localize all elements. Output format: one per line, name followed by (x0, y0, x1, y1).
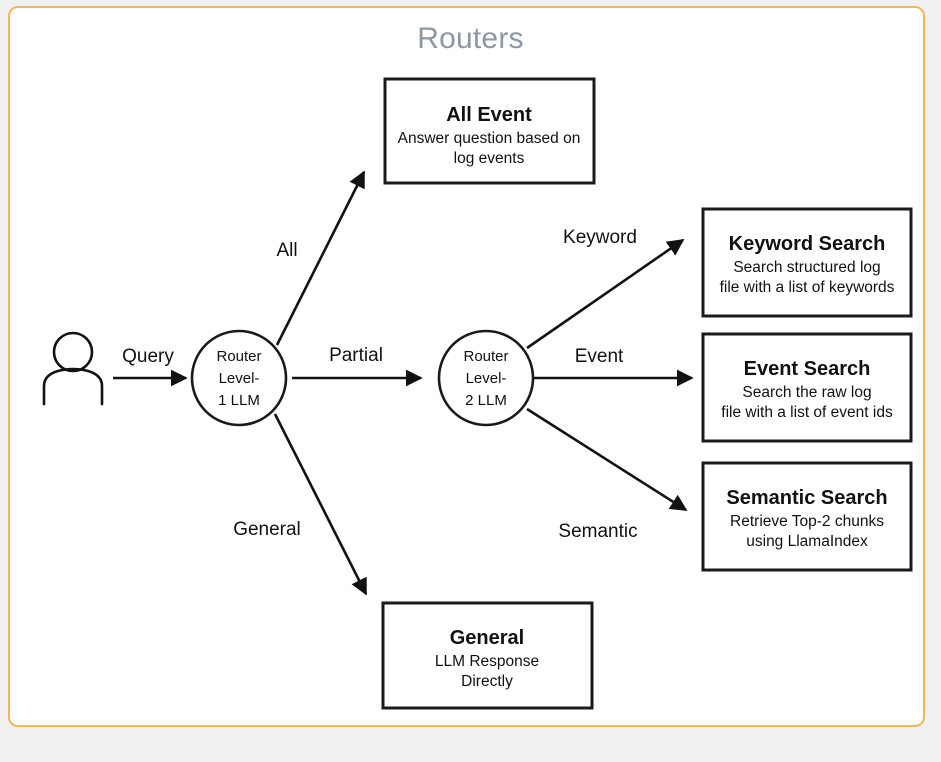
box-all-event-rect (383, 77, 596, 185)
edge-label-general: General (233, 519, 301, 540)
box-general[interactable]: General LLM Response Directly (381, 601, 594, 710)
edge-label-query: Query (122, 346, 174, 367)
edge-label-partial: Partial (329, 345, 383, 366)
edge-label-keyword: Keyword (563, 227, 637, 248)
box-keyword-search-sub1: Search structured log (733, 259, 880, 276)
box-semantic-search[interactable]: Semantic Search Retrieve Top-2 chunks us… (701, 461, 913, 572)
box-keyword-search-rect (701, 207, 913, 318)
box-general-title: General (450, 627, 524, 649)
router-level-1-node[interactable]: Router Level- 1 LLM (190, 329, 288, 427)
edge-all (275, 170, 366, 346)
box-semantic-search-sub1: Retrieve Top-2 chunks (730, 513, 884, 530)
router-level-2-circle (437, 329, 535, 427)
box-general-sub1: LLM Response (435, 653, 539, 670)
box-semantic-search-title: Semantic Search (726, 487, 887, 509)
box-event-search-sub2: file with a list of event ids (721, 404, 893, 421)
router-level-1-line2: Level- (219, 370, 260, 387)
box-all-event[interactable]: All Event Answer question based on log e… (383, 77, 596, 185)
edge-keyword (526, 238, 685, 350)
router-level-1-line1: Router (216, 348, 261, 365)
box-event-search[interactable]: Event Search Search the raw log file wit… (701, 332, 913, 443)
edge-label-event: Event (575, 346, 624, 367)
edge-label-semantic: Semantic (558, 521, 637, 542)
edge-general (273, 413, 368, 596)
box-general-sub2: Directly (461, 673, 513, 690)
router-level-1-circle (190, 329, 288, 427)
box-event-search-sub1: Search the raw log (742, 384, 871, 401)
box-all-event-title: All Event (446, 104, 532, 126)
box-event-search-rect (701, 332, 913, 443)
box-keyword-search-sub2: file with a list of keywords (720, 279, 895, 296)
box-keyword-search[interactable]: Keyword Search Search structured log fil… (701, 207, 913, 318)
edge-semantic (526, 407, 688, 512)
router-level-2-line2: Level- (466, 370, 507, 387)
box-keyword-search-title: Keyword Search (729, 233, 886, 255)
person-icon (42, 331, 104, 406)
router-level-2-line1: Router (463, 348, 508, 365)
box-general-rect (381, 601, 594, 710)
box-all-event-sub2: log events (454, 150, 525, 167)
box-semantic-search-rect (701, 461, 913, 572)
router-level-2-line3: 2 LLM (465, 392, 507, 409)
box-semantic-search-sub2: using LlamaIndex (746, 533, 868, 550)
box-all-event-sub1: Answer question based on (398, 130, 581, 147)
box-event-search-title: Event Search (744, 358, 871, 380)
edge-label-all: All (276, 240, 297, 261)
router-level-1-line3: 1 LLM (218, 392, 260, 409)
router-level-2-node[interactable]: Router Level- 2 LLM (437, 329, 535, 427)
page-title: Routers (417, 22, 524, 55)
